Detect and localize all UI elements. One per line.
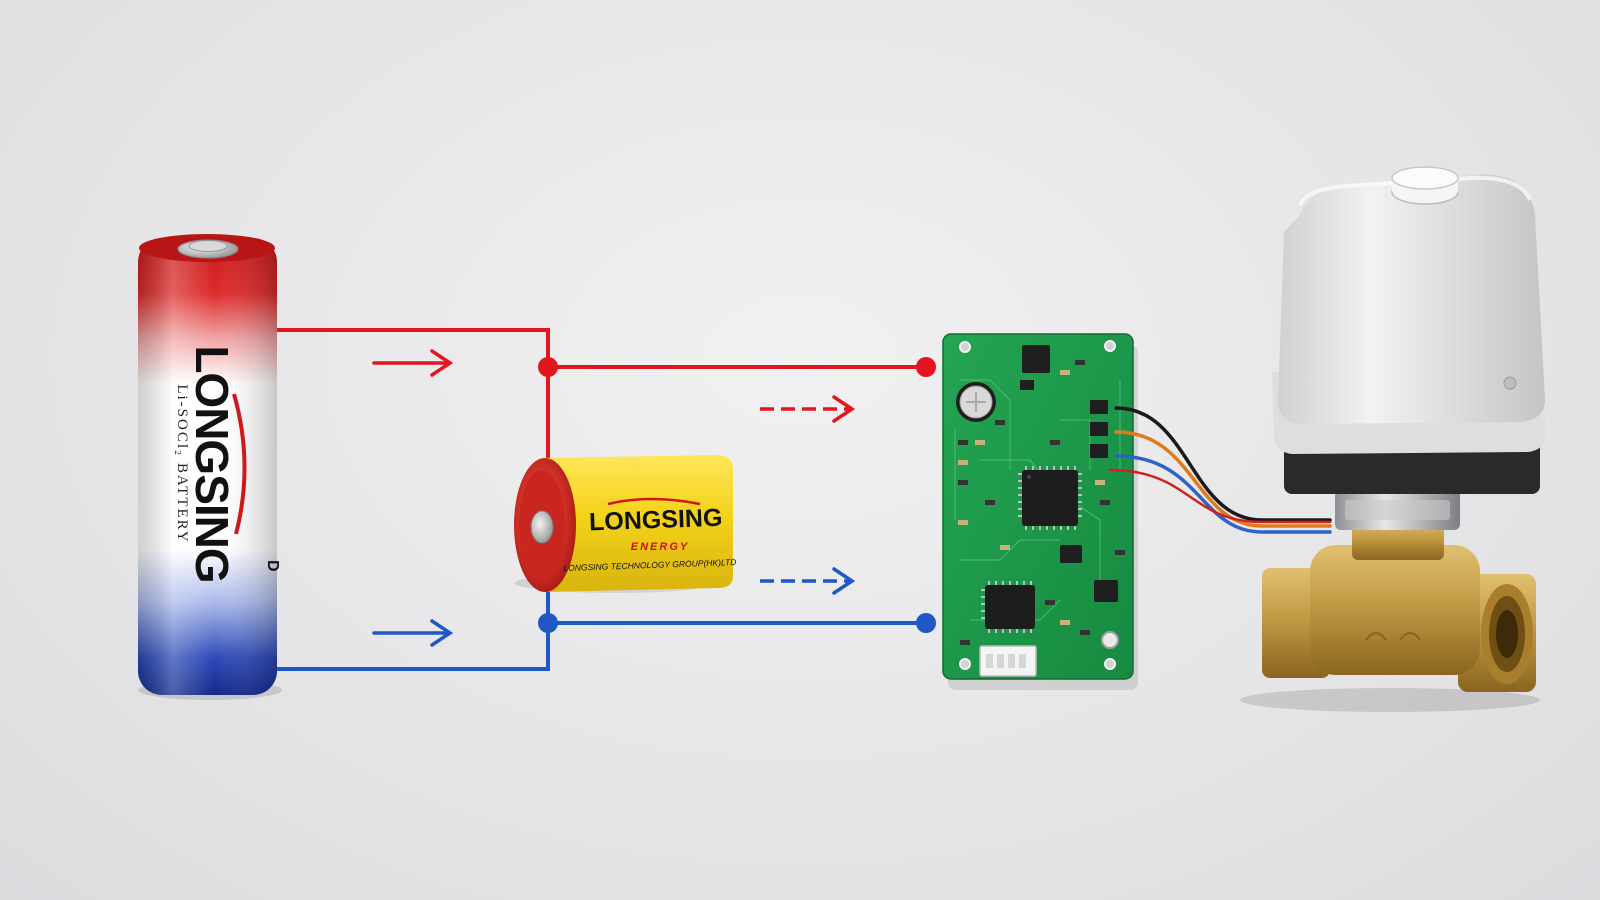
- actuator-top-knob: [1391, 166, 1459, 205]
- smd-components: [958, 360, 1125, 645]
- jst-connector: [979, 645, 1037, 677]
- valve-coupling: [1335, 490, 1460, 530]
- motorized-valve: [1240, 166, 1546, 712]
- positive-wiring: [274, 328, 926, 478]
- aa-battery-edge-mark: D: [264, 560, 281, 572]
- c-battery-body: [540, 455, 733, 592]
- negative-junction-right: [916, 613, 936, 633]
- c-battery-energy-label: ENERGY: [631, 541, 689, 553]
- pcb-test-point: [1101, 631, 1119, 649]
- negative-flow-arrow: [372, 619, 454, 647]
- c-battery-brand: LONGSING: [589, 504, 723, 537]
- negative-dashed-arrow: [760, 567, 856, 595]
- aa-battery: LONGSING Li-SOCl₂ BATTERY D: [138, 234, 282, 700]
- valve-cable: [1108, 406, 1332, 534]
- pcb-mount-holes: [959, 340, 1116, 670]
- positive-flow-arrow: [372, 349, 454, 377]
- positive-dashed-arrow: [760, 395, 856, 423]
- electrolytic-capacitor: [956, 382, 996, 422]
- controller-board: [942, 333, 1138, 690]
- negative-junction-left: [538, 613, 558, 633]
- aa-brand-swoosh: [232, 393, 247, 535]
- negative-wire-aa: [274, 623, 550, 671]
- c-brand-swoosh: [607, 497, 701, 506]
- actuator-screw: [1503, 376, 1517, 390]
- c-battery: LONGSING ENERGY LONGSING TECHNOLOGY GROU…: [514, 455, 737, 593]
- positive-wire-aa: [274, 328, 550, 367]
- driver-chip: [981, 581, 1035, 633]
- small-ics: [1020, 345, 1118, 602]
- valve-actuator: [1272, 166, 1546, 494]
- positive-junction-left: [538, 357, 558, 377]
- c-battery-terminal: [530, 510, 554, 544]
- mcu-chip: [1018, 466, 1082, 530]
- aa-battery-chemistry: Li-SOCl₂ BATTERY: [174, 384, 190, 543]
- valve-brass-body: [1262, 520, 1536, 692]
- aa-battery-brand: LONGSING: [186, 345, 238, 582]
- positive-junction-right: [916, 357, 936, 377]
